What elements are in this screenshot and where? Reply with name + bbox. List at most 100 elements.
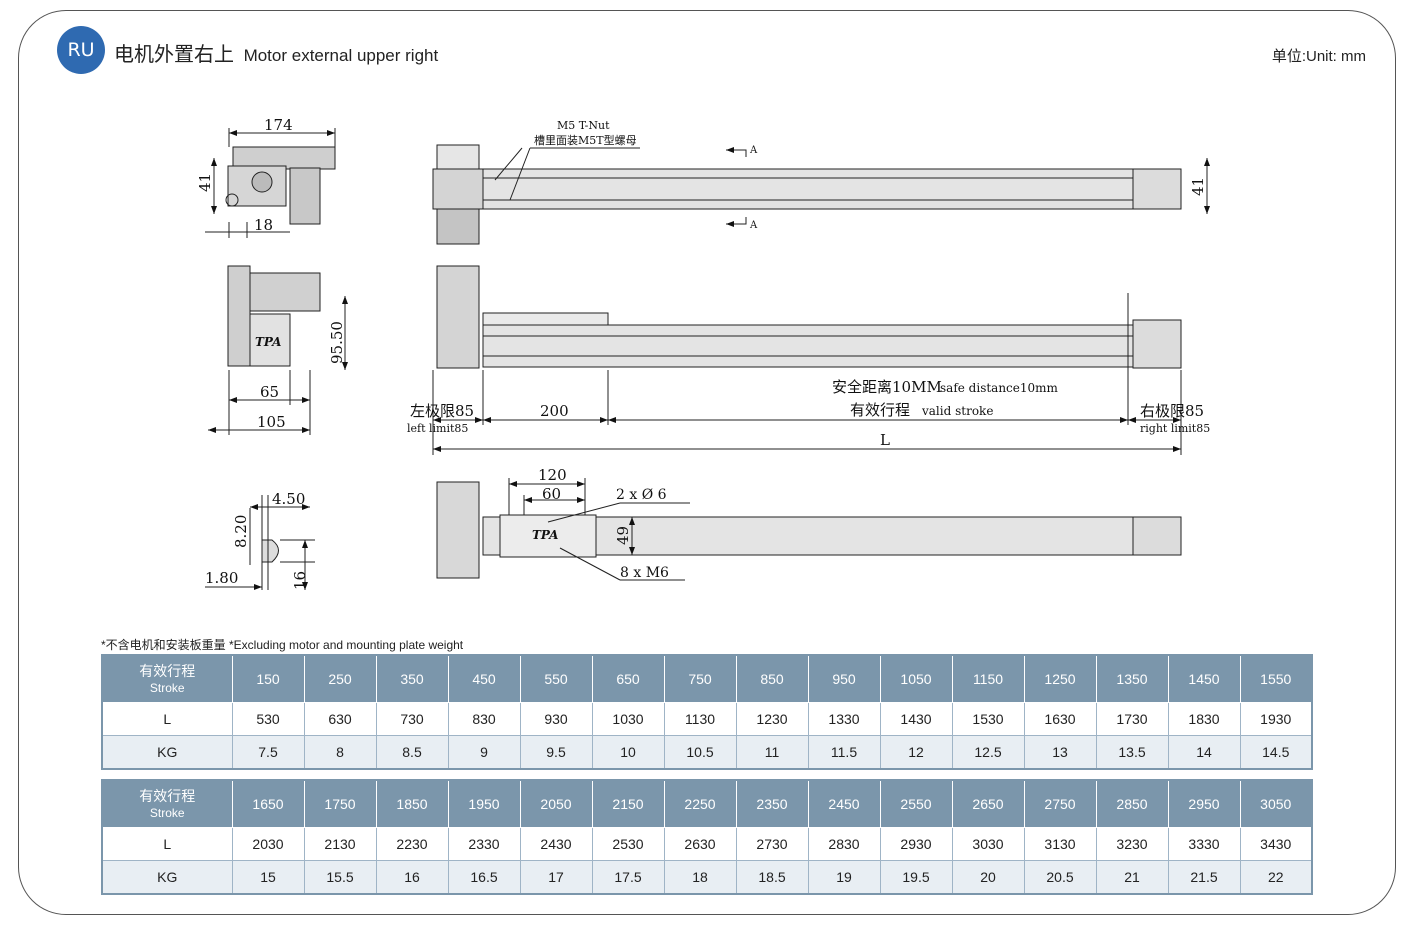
stroke-cell: 1750	[303, 779, 377, 828]
length-cell: 1130	[663, 702, 737, 736]
length-cell: 730	[375, 702, 449, 736]
weight-cell: 12	[879, 735, 953, 770]
length-cell: 2430	[519, 827, 593, 861]
length-cell: 630	[303, 702, 377, 736]
stroke-cell: 950	[807, 654, 881, 703]
dim-18: 18	[254, 216, 273, 234]
stroke-cell: 2150	[591, 779, 665, 828]
unit-label: 单位:Unit: mm	[1271, 48, 1366, 65]
dim-95-50: 95.50	[328, 321, 346, 364]
stroke-cell: 2350	[735, 779, 809, 828]
stroke-cell: 650	[591, 654, 665, 703]
length-cell: 2130	[303, 827, 377, 861]
screws-label: 8 x M6	[620, 565, 669, 581]
stroke-cell: 1250	[1023, 654, 1097, 703]
weight-cell: 10.5	[663, 735, 737, 770]
length-cell: 1030	[591, 702, 665, 736]
dim-65: 65	[260, 383, 279, 401]
stroke-header-cn: 有效行程	[139, 662, 196, 679]
page-title: 电机外置右上 Motor external upper right	[114, 38, 438, 67]
weight-cell: 15.5	[303, 860, 377, 895]
front-view	[432, 265, 1182, 455]
section-mark-bottom: A	[749, 220, 758, 231]
length-cell: 2630	[663, 827, 737, 861]
end-view-top	[205, 128, 336, 238]
stroke-cell: 550	[519, 654, 593, 703]
length-label: L	[101, 827, 233, 861]
stroke-cell: 1550	[1239, 654, 1313, 703]
weight-cell: 16	[375, 860, 449, 895]
stroke-cell: 850	[735, 654, 809, 703]
length-cell: 2530	[591, 827, 665, 861]
weight-cell: 16.5	[447, 860, 521, 895]
section-mark-top: A	[749, 145, 758, 156]
top-view	[432, 144, 1210, 245]
dim-49: 49	[614, 526, 632, 545]
tpa-logo-side: TPA	[255, 335, 281, 349]
length-cell: 1930	[1239, 702, 1313, 736]
weight-cell: 19.5	[879, 860, 953, 895]
weight-note: *不含电机和安装板重量 *Excluding motor and mountin…	[101, 638, 464, 652]
weight-cell: 19	[807, 860, 881, 895]
weight-cell: 12.5	[951, 735, 1025, 770]
weight-label: KG	[101, 860, 233, 895]
length-cell: 3030	[951, 827, 1025, 861]
dim-1-80: 1.80	[205, 569, 238, 587]
weight-cell: 17.5	[591, 860, 665, 895]
safe-distance-en: safe distance10mm	[940, 381, 1059, 395]
length-cell: 3430	[1239, 827, 1313, 861]
length-cell: 2030	[231, 827, 305, 861]
length-cell: 1330	[807, 702, 881, 736]
stroke-cell: 450	[447, 654, 521, 703]
stroke-cell: 1450	[1167, 654, 1241, 703]
length-cell: 2830	[807, 827, 881, 861]
weight-cell: 18.5	[735, 860, 809, 895]
dim-16: 16	[291, 571, 309, 590]
stroke-cell: 1950	[447, 779, 521, 828]
weight-label: KG	[101, 735, 233, 770]
end-view-side	[208, 265, 348, 435]
stroke-cell: 1350	[1095, 654, 1169, 703]
weight-cell: 18	[663, 860, 737, 895]
weight-cell: 14	[1167, 735, 1241, 770]
stroke-cell: 2550	[879, 779, 953, 828]
tnut-label-cn: 槽里面装M5T型螺母	[534, 133, 637, 147]
length-cell: 530	[231, 702, 305, 736]
weight-cell: 20.5	[1023, 860, 1097, 895]
length-cell: 1730	[1095, 702, 1169, 736]
stroke-cell: 3050	[1239, 779, 1313, 828]
weight-cell: 7.5	[231, 735, 305, 770]
weight-cell: 17	[519, 860, 593, 895]
valid-stroke-cn: 有效行程	[850, 401, 910, 419]
tnut-label-en: M5 T-Nut	[557, 119, 610, 132]
stroke-cell: 150	[231, 654, 305, 703]
dim-41-right: 41	[1189, 177, 1207, 196]
right-limit-cn: 右极限85	[1140, 402, 1204, 420]
stroke-cell: 1050	[879, 654, 953, 703]
dim-41-left: 41	[196, 173, 214, 192]
weight-cell: 21	[1095, 860, 1169, 895]
length-cell: 3330	[1167, 827, 1241, 861]
left-limit-en: left limit85	[407, 422, 468, 435]
length-cell: 2330	[447, 827, 521, 861]
stroke-header-en: Stroke	[149, 680, 185, 695]
stroke-cell: 2250	[663, 779, 737, 828]
length-cell: 1530	[951, 702, 1025, 736]
stroke-cell: 1650	[231, 779, 305, 828]
length-cell: 1230	[735, 702, 809, 736]
stroke-cell: 350	[375, 654, 449, 703]
title-cn: 电机外置右上	[114, 44, 234, 66]
safe-distance-cn: 安全距离10MM	[832, 378, 942, 396]
length-cell: 2730	[735, 827, 809, 861]
holes-label: 2 x Ø 6	[616, 487, 667, 503]
stroke-cell: 2650	[951, 779, 1025, 828]
stroke-cell: 2950	[1167, 779, 1241, 828]
left-limit-cn: 左极限85	[410, 402, 474, 420]
dim-60: 60	[542, 485, 561, 503]
